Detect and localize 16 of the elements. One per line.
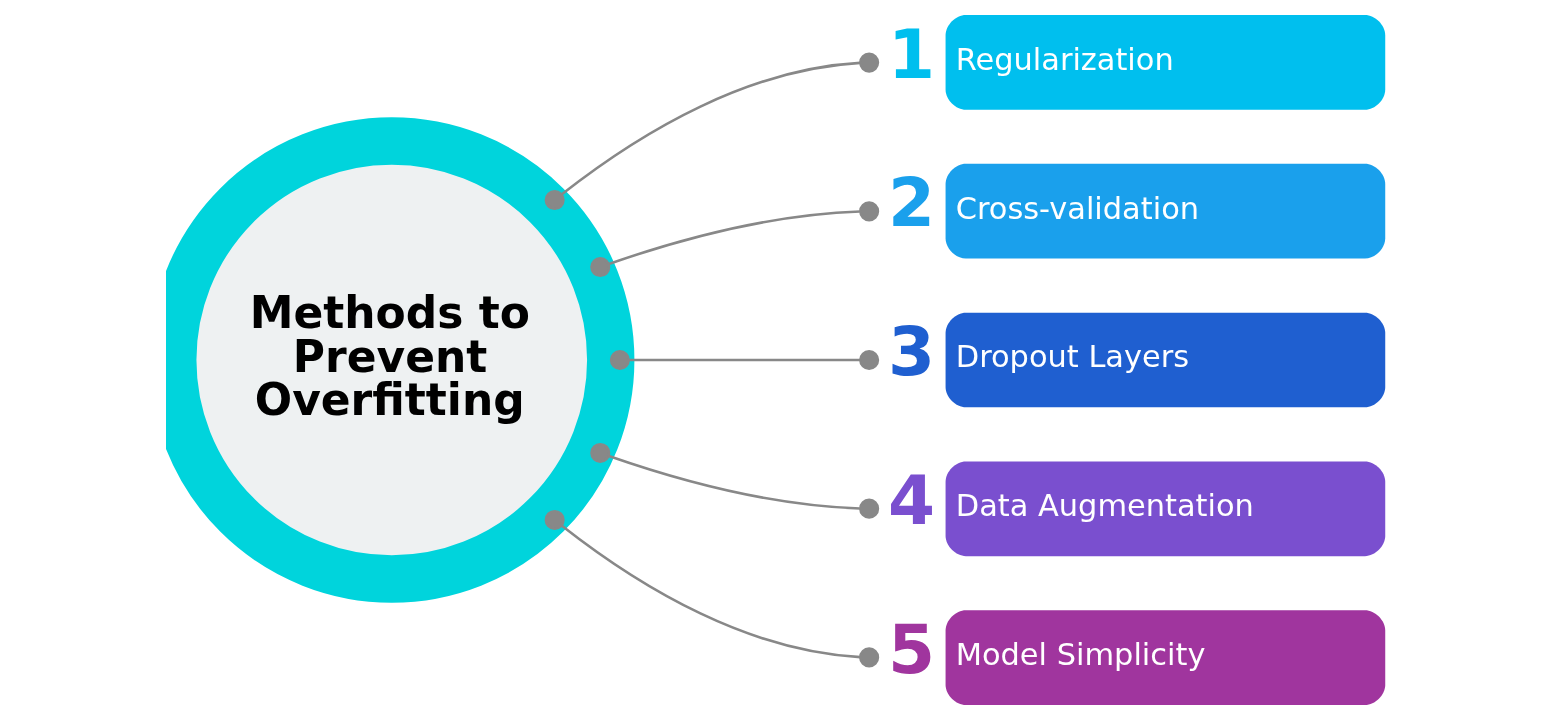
connector [544, 52, 879, 211]
connector [589, 201, 879, 278]
connector [544, 509, 879, 668]
node-label: 2 [887, 163, 935, 243]
node-box: Regularization [945, 15, 1385, 110]
connector [609, 349, 879, 371]
node-box: Dropout Layers [945, 312, 1385, 408]
node-label: 5 [887, 609, 935, 689]
node-box: Data Augmentation [945, 461, 1385, 557]
node-box: Model Simplicity [945, 610, 1385, 705]
node-circle: Methods to Prevent Overfitting [165, 117, 634, 603]
node-label: 1 [887, 14, 935, 94]
node-label: 3 [887, 312, 935, 392]
node-label: 4 [887, 461, 935, 541]
node-box: Cross-validation [945, 163, 1385, 259]
connector [589, 442, 879, 519]
